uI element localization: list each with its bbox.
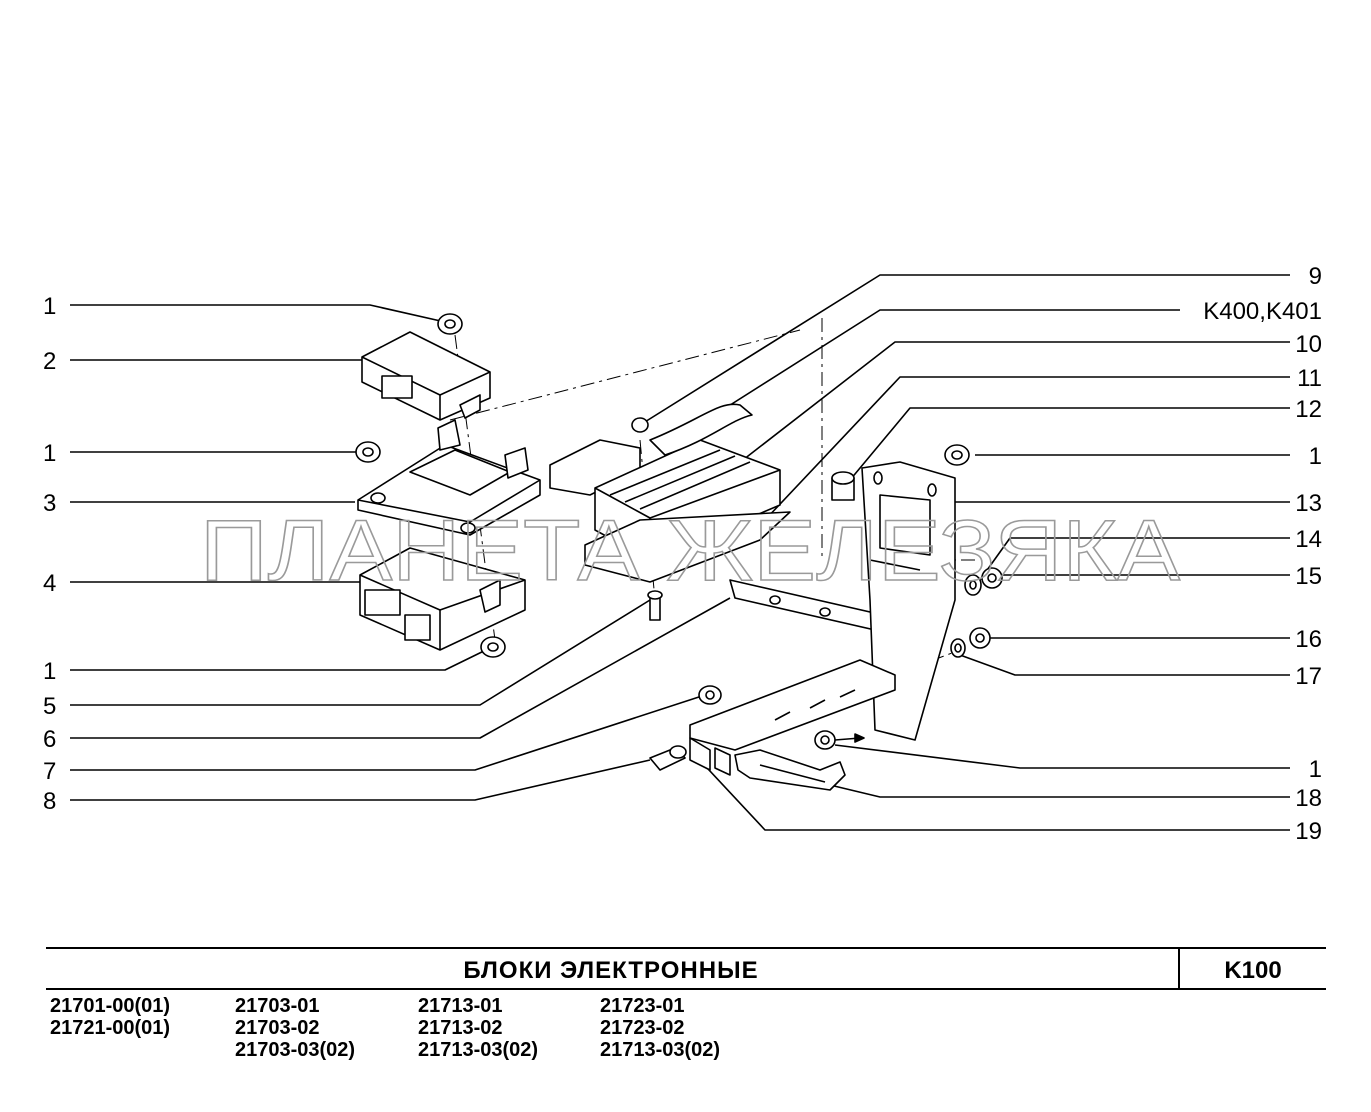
title-block-bottom-line [46, 988, 1326, 990]
title-block-top-line [46, 947, 1326, 949]
callout-label: 6 [43, 726, 56, 753]
part-washer-17 [950, 638, 966, 658]
model-code: 21703-01 [235, 995, 320, 1017]
part-washer-14 [964, 574, 982, 596]
callout-label: 8 [43, 788, 56, 815]
page-code: K100 [1224, 957, 1282, 984]
part-nut-15 [981, 567, 1003, 589]
part-nut-16 [969, 627, 991, 649]
part-screw-5 [647, 590, 663, 621]
part-block-2 [361, 331, 491, 421]
leader-lines-right [639, 274, 1290, 831]
callout-label: 9 [1309, 263, 1322, 290]
callout-label: 5 [43, 693, 56, 720]
model-code: 21723-01 [600, 995, 685, 1017]
callout-label: 3 [43, 490, 56, 517]
callout-label: K400,K401 [1203, 298, 1322, 325]
part-nut-right-top [944, 444, 970, 466]
models-column-1: 21701-00(01) 21721-00(01) [50, 995, 170, 1039]
model-code: 21721-00(01) [50, 1017, 171, 1039]
callout-label: 7 [43, 758, 56, 785]
part-sleeve-12 [831, 471, 855, 501]
callout-labels-left: 1 2 1 3 4 1 5 6 7 8 [43, 293, 56, 815]
callout-label: 13 [1295, 490, 1322, 517]
part-block-4 [359, 547, 526, 651]
callout-label: 1 [1309, 443, 1322, 470]
callout-label: 15 [1295, 563, 1322, 590]
model-code: 21713-01 [418, 995, 503, 1017]
part-nut-top [437, 313, 463, 335]
model-code: 21713-03(02) [600, 1039, 721, 1061]
part-nut-lower-right [814, 730, 865, 750]
model-code: 21703-03(02) [235, 1039, 356, 1061]
part-clip-18 [734, 749, 846, 791]
part-bracket-3 [357, 419, 541, 536]
model-code: 21713-03(02) [418, 1039, 539, 1061]
part-nut-left [355, 441, 381, 463]
title-block-divider [1178, 947, 1180, 990]
models-column-2: 21703-01 21703-02 21703-03(02) [235, 995, 355, 1061]
part-ecu [549, 403, 791, 583]
callout-label: 4 [43, 570, 56, 597]
callout-label: 1 [43, 658, 56, 685]
callout-labels-right: 9 K400,K401 10 11 12 1 13 14 15 16 17 1 … [1203, 263, 1322, 845]
callout-label: 19 [1295, 818, 1322, 845]
part-bracket-19 [689, 659, 896, 776]
part-sleeve-8 [649, 745, 687, 771]
callout-label: 17 [1295, 663, 1322, 690]
callout-label: 2 [43, 348, 56, 375]
part-nut-7 [698, 685, 722, 705]
callout-label: 14 [1295, 526, 1322, 553]
page-title: БЛОКИ ЭЛЕКТРОННЫЕ [463, 957, 759, 984]
callout-label: 1 [43, 293, 56, 320]
callout-label: 11 [1297, 365, 1322, 392]
models-column-3: 21713-01 21713-02 21713-03(02) [418, 995, 538, 1061]
callout-label: 16 [1295, 626, 1322, 653]
model-code: 21703-02 [235, 1017, 320, 1039]
model-code: 21723-02 [600, 1017, 685, 1039]
callout-label: 1 [43, 440, 56, 467]
part-nut-lower [480, 636, 506, 658]
part-bracket-13 [861, 461, 956, 741]
model-code: 21713-02 [418, 1017, 503, 1039]
leader-lines-left [70, 304, 731, 801]
callout-label: 10 [1295, 331, 1322, 358]
callout-label: 12 [1295, 396, 1322, 423]
callout-label: 1 [1309, 756, 1322, 783]
model-code: 21701-00(01) [50, 995, 171, 1017]
models-column-4: 21723-01 21723-02 21713-03(02) [600, 995, 720, 1061]
callout-label: 18 [1295, 785, 1322, 812]
